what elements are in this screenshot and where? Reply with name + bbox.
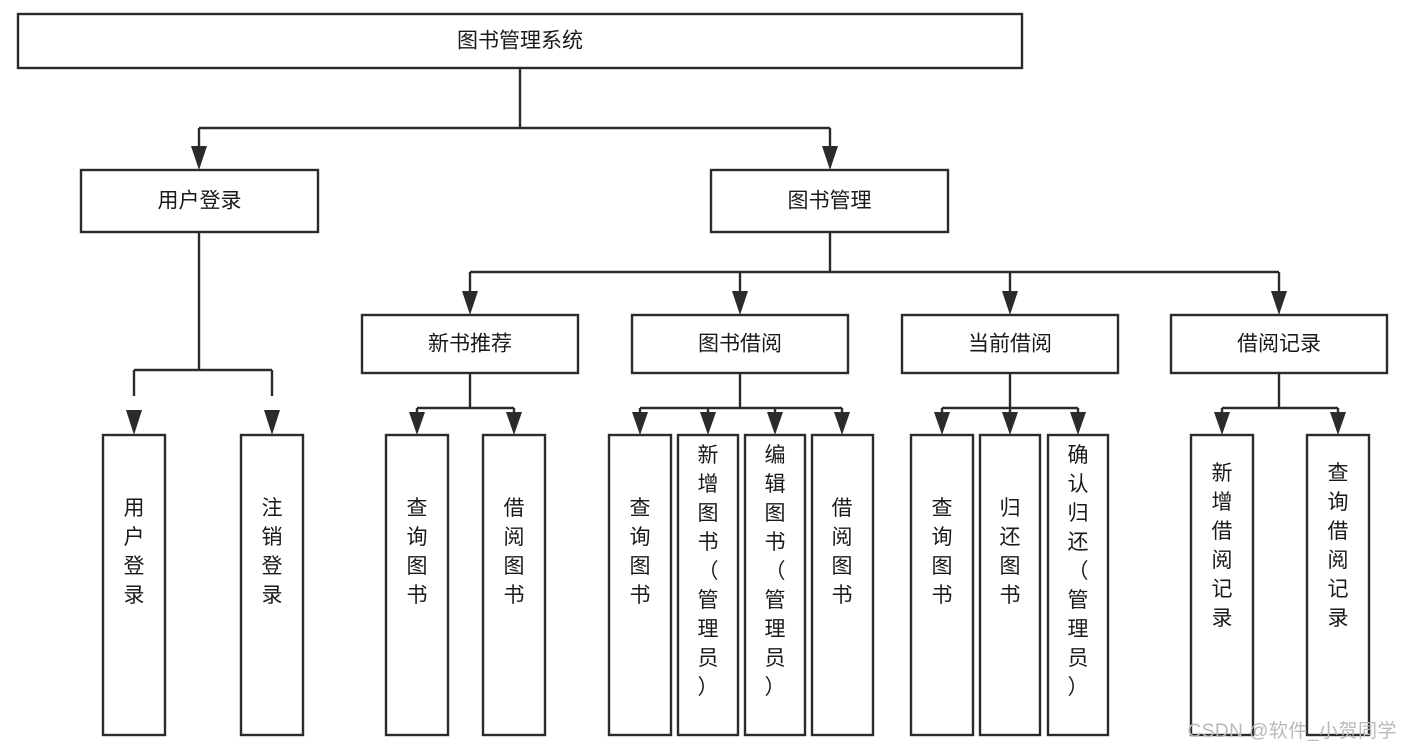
leaf-add-borrow-record-label: 新增借阅记录 [1212,462,1233,630]
arrow-head-leaf-return-book [1002,412,1018,435]
arrow-head-leaf-user-login [126,410,142,435]
arrow-head-leaf-query-record [1330,412,1346,435]
arrow-head-leaf-borrow-book-2 [834,412,850,435]
leaf-user-login[interactable]: 用户登录 [101,433,167,737]
leaf-logout[interactable]: 注销登录 [239,433,305,737]
arrow-head-book-borrow [732,291,748,315]
arrow-head-leaf-logout [264,410,280,435]
leaf-confirm-return-label: 确认归还（管理员） [1068,444,1089,699]
leaf-borrow-book[interactable]: 借阅图书 [810,433,875,737]
node-book-borrow-box[interactable] [630,313,850,375]
node-new-book-recommend[interactable]: 新书推荐 [360,313,580,375]
leaf-add-book-box[interactable] [676,433,740,737]
node-user-login-box[interactable] [79,168,320,234]
arrow-head-leaf-query-book-2 [632,412,648,435]
leaf-confirm-return[interactable]: 确认归还（管理员） [1046,433,1110,737]
leaf-logout-box[interactable] [239,433,305,737]
leaf-user-login-label: 用户登录 [124,497,145,607]
leaf-confirm-return-box[interactable] [1046,433,1110,737]
leaf-query-borrow-record[interactable]: 查询借阅记录 [1305,433,1371,737]
leaf-borrow-book-label: 借阅图书 [832,497,853,607]
leaf-query-borrow-record-box[interactable] [1305,433,1371,737]
edge-group-root-to-level2 [191,68,838,170]
arrow-head-leaf-query-book-1 [409,412,425,435]
leaf-query-book-current[interactable]: 查询图书 [909,433,975,737]
leaf-add-borrow-record[interactable]: 新增借阅记录 [1189,433,1255,737]
arrow-head-leaf-add-book [700,412,716,435]
node-borrow-record-box[interactable] [1169,313,1389,375]
arrow-head-user-login [191,146,207,170]
edge-group-bookborrow-to-leaves [632,373,850,435]
leaf-add-book-label: 新增图书（管理员） [698,444,719,699]
edge-group-borrowrecord-to-leaves [1214,373,1346,435]
edge-group-userlogin-to-leaves [126,232,280,435]
node-book-management[interactable]: 图书管理 [709,168,950,234]
node-book-management-label: 图书管理 [788,190,872,213]
node-new-book-recommend-box[interactable] [360,313,580,375]
arrow-head-borrow-record [1271,291,1287,315]
leaf-query-book-current-label: 查询图书 [932,497,953,607]
edge-group-newbook-to-leaves [409,373,522,435]
leaf-borrow-book-box[interactable] [810,433,875,737]
leaf-query-book-borrow-box[interactable] [607,433,673,737]
edge-group-currentborrow-to-leaves [934,373,1086,435]
node-root[interactable]: 图书管理系统 [16,12,1024,70]
node-borrow-record-label: 借阅记录 [1237,333,1321,356]
leaf-add-book[interactable]: 新增图书（管理员） [676,433,740,737]
node-current-borrow-label: 当前借阅 [968,333,1052,356]
node-new-book-recommend-label: 新书推荐 [428,333,512,356]
arrow-head-leaf-confirm-return [1070,412,1086,435]
leaf-edit-book-label: 编辑图书（管理员） [765,444,786,699]
leaf-add-borrow-record-box[interactable] [1189,433,1255,737]
arrow-head-leaf-add-record [1214,412,1230,435]
leaf-query-book-recommend-box[interactable] [384,433,450,737]
node-root-box[interactable] [16,12,1024,70]
arrow-head-new-book [462,291,478,315]
leaf-query-book-current-box[interactable] [909,433,975,737]
arrow-head-leaf-query-book-3 [934,412,950,435]
leaf-query-book-recommend-label: 查询图书 [407,497,428,607]
leaf-user-login-box[interactable] [101,433,167,737]
node-current-borrow[interactable]: 当前借阅 [900,313,1120,375]
leaf-edit-book[interactable]: 编辑图书（管理员） [743,433,807,737]
leaf-query-book-borrow-label: 查询图书 [630,497,651,607]
leaf-borrow-book-recommend-box[interactable] [481,433,547,737]
leaf-return-book-label: 归还图书 [1000,497,1021,607]
arrow-head-leaf-borrow-book-1 [506,412,522,435]
arrow-head-current-borrow [1002,291,1018,315]
leaf-return-book[interactable]: 归还图书 [978,433,1042,737]
arrow-head-book-manage [822,146,838,170]
leaf-query-book-borrow[interactable]: 查询图书 [607,433,673,737]
leaf-query-book-recommend[interactable]: 查询图书 [384,433,450,737]
leaf-query-borrow-record-label: 查询借阅记录 [1328,462,1349,630]
node-user-login[interactable]: 用户登录 [79,168,320,234]
arrow-head-leaf-edit-book [767,412,783,435]
node-book-management-box[interactable] [709,168,950,234]
leaf-borrow-book-recommend-label: 借阅图书 [504,497,525,607]
node-book-borrow[interactable]: 图书借阅 [630,313,850,375]
leaf-edit-book-box[interactable] [743,433,807,737]
leaf-borrow-book-recommend[interactable]: 借阅图书 [481,433,547,737]
node-borrow-record[interactable]: 借阅记录 [1169,313,1389,375]
leaf-return-book-box[interactable] [978,433,1042,737]
edge-group-bookmanage-to-level3 [462,232,1287,315]
node-current-borrow-box[interactable] [900,313,1120,375]
node-user-login-label: 用户登录 [158,190,242,213]
node-root-label: 图书管理系统 [457,30,583,53]
node-book-borrow-label: 图书借阅 [698,333,782,356]
leaf-logout-label: 注销登录 [262,497,283,607]
